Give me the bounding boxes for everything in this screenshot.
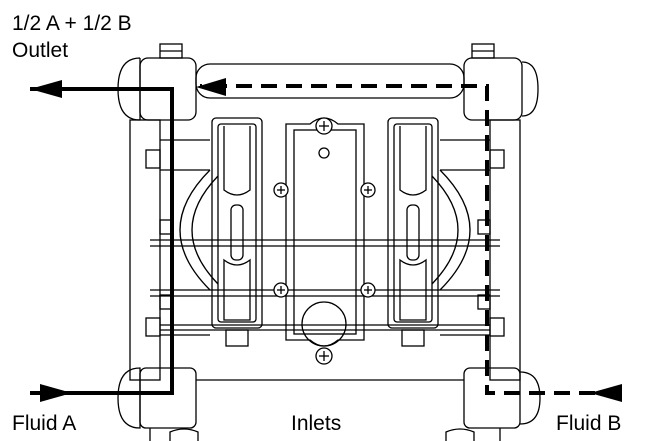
fluid-a-label: Fluid A — [12, 412, 77, 435]
right-frame — [489, 119, 521, 381]
arrowheads — [30, 78, 622, 402]
screw-top-center — [315, 117, 333, 135]
outlet-manifold — [195, 63, 465, 99]
inlets-label: Inlets — [291, 412, 342, 435]
inlet-port-left — [117, 367, 141, 429]
arrow-fluid-b-outlet-icon — [196, 78, 226, 96]
arrow-outlet-icon — [30, 80, 62, 98]
fluid-a-path — [30, 87, 174, 395]
right-valve-housing — [387, 117, 439, 329]
fluid-b-path — [200, 84, 620, 395]
screw-right-lower — [360, 282, 376, 298]
outlet-port-right — [463, 57, 523, 121]
outlet-label-line2: Outlet — [12, 39, 69, 62]
arrow-fluid-b-icon — [590, 384, 622, 402]
screw-right-upper — [360, 182, 376, 198]
arrow-fluid-a-icon — [40, 384, 72, 402]
outlet-label-line1: 1/2 A + 1/2 B — [12, 12, 132, 35]
inlet-port-right — [463, 367, 521, 429]
screw-left-lower — [273, 282, 289, 298]
center-section — [285, 117, 365, 347]
muffler-port — [301, 301, 347, 347]
screw-heads — [273, 117, 376, 365]
left-frame — [129, 119, 161, 381]
left-valve-housing — [211, 117, 263, 329]
pump-body — [117, 43, 541, 441]
left-chamber — [179, 169, 211, 291]
screw-left-upper — [273, 182, 289, 198]
right-chamber — [439, 169, 471, 291]
fluid-b-label: Fluid B — [556, 412, 622, 435]
screw-bottom-center — [315, 347, 333, 365]
